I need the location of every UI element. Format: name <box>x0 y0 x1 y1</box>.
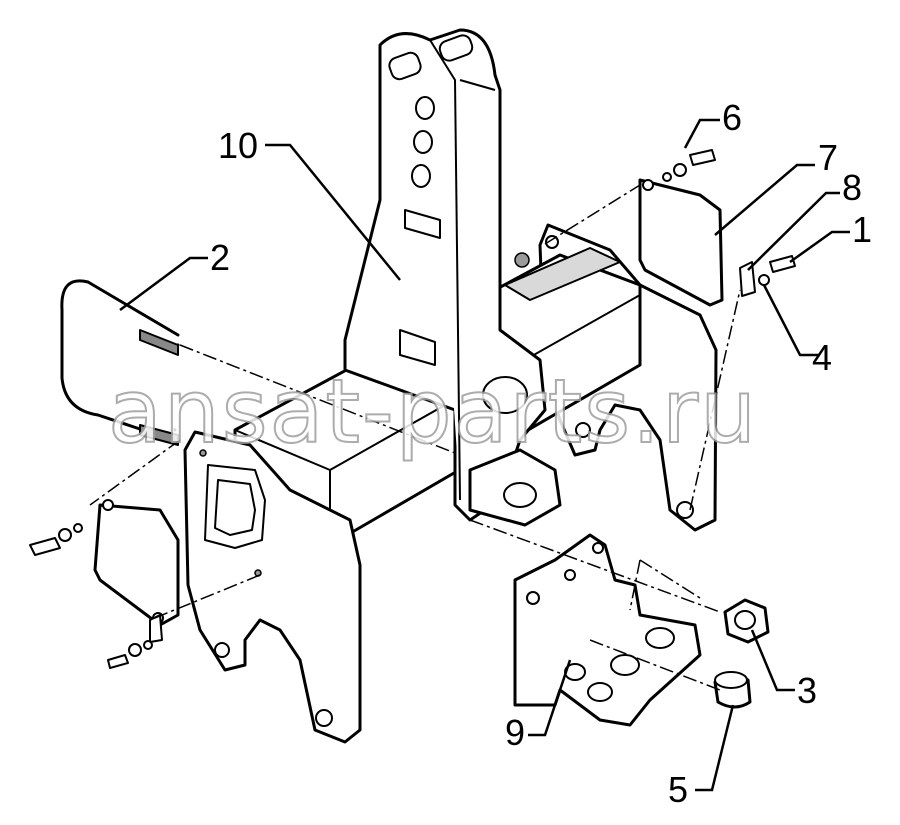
left-side-plate <box>183 430 362 744</box>
callout-3: 3 <box>797 670 817 711</box>
leader-lines <box>119 118 850 792</box>
callout-8: 8 <box>842 167 862 208</box>
callout-10: 10 <box>218 125 258 166</box>
tower-frame <box>343 28 562 527</box>
u-bolt <box>60 279 180 446</box>
bushing <box>713 671 752 709</box>
callout-9: 9 <box>505 712 525 753</box>
watermark: ansat-parts.ru <box>108 360 758 463</box>
callout-4: 4 <box>812 337 832 378</box>
hex-nut <box>723 598 770 644</box>
callout-6: 6 <box>722 97 742 138</box>
left-cover-plate <box>29 499 180 669</box>
callout-2: 2 <box>210 237 230 278</box>
callout-5: 5 <box>668 769 688 810</box>
clevis-bracket <box>513 533 702 727</box>
right-cover-plate <box>638 149 796 307</box>
callout-7: 7 <box>818 137 838 178</box>
callout-1: 1 <box>852 209 872 250</box>
center-lines <box>89 184 741 691</box>
callouts: 10 2 6 7 8 1 4 3 9 5 <box>210 97 872 810</box>
